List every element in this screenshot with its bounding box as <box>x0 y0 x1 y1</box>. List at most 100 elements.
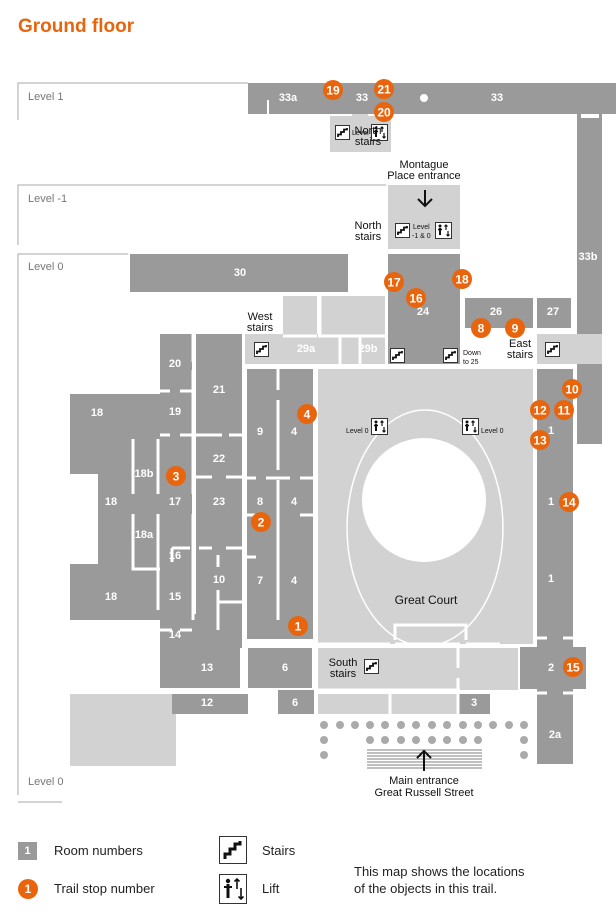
trail-stop-circle <box>530 430 550 450</box>
svg-text:Place entrance: Place entrance <box>387 170 460 182</box>
down-to-25-label: Down <box>463 350 481 357</box>
trail-stop-circle <box>505 318 525 338</box>
trail-stop-marker[interactable]: 4 <box>297 404 317 424</box>
room-number: 2 <box>548 662 554 674</box>
room-number: 4 <box>291 426 298 438</box>
legend-room-swatch: 1 <box>18 842 37 860</box>
room-number: 1 <box>548 573 554 585</box>
room-number: 13 <box>201 662 213 674</box>
trail-stop-marker[interactable]: 8 <box>471 318 491 338</box>
stairs-icon <box>363 658 380 675</box>
trail-stop-circle <box>384 272 404 292</box>
trail-stop-marker[interactable]: 14 <box>559 492 579 512</box>
trail-stop-circle <box>297 404 317 424</box>
lift-level-label: Level <box>413 224 430 231</box>
trail-stop-number: 18 <box>455 273 469 287</box>
room-number: 6 <box>292 697 298 709</box>
level-label: Level 1 <box>28 91 63 103</box>
trail-stop-marker[interactable]: 1 <box>288 616 308 636</box>
trail-stop-marker[interactable]: 17 <box>384 272 404 292</box>
room-number: 8 <box>257 496 263 508</box>
level-label: Level 0 <box>28 776 63 788</box>
room-number: 24 <box>417 306 430 318</box>
legend-stop-label: Trail stop number <box>54 881 155 896</box>
trail-stop-circle <box>166 466 186 486</box>
trail-stop-marker[interactable]: 3 <box>166 466 186 486</box>
trail-stop-number: 15 <box>566 661 580 675</box>
room-number: 7 <box>257 575 263 587</box>
room-number: 18 <box>105 496 117 508</box>
trail-stop-marker[interactable]: 12 <box>530 400 550 420</box>
trail-stop-marker[interactable]: 2 <box>251 512 271 532</box>
legend-stairs-label: Stairs <box>262 843 296 858</box>
legend-stop-swatch: 1 <box>18 879 38 899</box>
svg-text:Great Russell Street: Great Russell Street <box>374 787 473 799</box>
trail-stop-marker[interactable]: 21 <box>374 79 394 99</box>
level-0-outline <box>17 253 128 795</box>
lift-level-label: -1 & 0 <box>412 233 431 240</box>
stairs-icon <box>544 341 561 358</box>
trail-stop-number: 2 <box>258 516 265 530</box>
stairs-icon <box>219 836 247 864</box>
stairs-icon <box>389 347 406 364</box>
trail-stop-number: 11 <box>558 404 571 418</box>
room-number: 12 <box>201 697 213 709</box>
room-number: 26 <box>490 306 502 318</box>
room-number: 6 <box>282 662 288 674</box>
page-title: Ground floor <box>18 16 135 37</box>
room-number: 16 <box>169 550 181 562</box>
great-court-oval <box>346 409 504 647</box>
trail-stop-marker[interactable]: 10 <box>562 379 582 399</box>
trail-stop-marker[interactable]: 20 <box>374 102 394 122</box>
level-minus1-panel: Level -1 Level -1 & 0 <box>17 184 460 249</box>
trail-stop-number: 13 <box>533 434 547 448</box>
trail-stop-number: 14 <box>562 496 576 510</box>
room-number: 10 <box>213 574 225 586</box>
lift-level-label: Level 0 <box>346 428 369 435</box>
trail-stop-number: 19 <box>326 84 340 98</box>
trail-stop-marker[interactable]: 13 <box>530 430 550 450</box>
svg-text:Great Court: Great Court <box>395 593 458 607</box>
reading-room <box>362 438 486 562</box>
room-number: 29a <box>297 343 316 355</box>
svg-text:stairs: stairs <box>355 136 382 148</box>
portico-columns <box>320 721 528 759</box>
trail-stop-marker[interactable]: 16 <box>406 288 426 308</box>
svg-text:Main entrance: Main entrance <box>389 775 459 787</box>
stairs-icon <box>442 347 459 364</box>
svg-text:North: North <box>355 125 382 137</box>
trail-stop-circle <box>374 79 394 99</box>
room-number: 29b <box>359 343 378 355</box>
trail-stop-marker[interactable]: 19 <box>323 80 343 100</box>
room-number: 18 <box>91 407 103 419</box>
room-number: 27 <box>547 306 559 318</box>
trail-stop-marker[interactable]: 18 <box>452 269 472 289</box>
lift-icon <box>370 417 389 436</box>
svg-text:East: East <box>509 338 531 350</box>
level-label: Level 0 <box>28 261 63 273</box>
level-label: Level -1 <box>28 193 67 205</box>
stairs-icon <box>253 341 270 358</box>
room-number: 3 <box>471 697 477 709</box>
svg-text:South: South <box>329 657 358 669</box>
trail-stop-number: 21 <box>377 83 391 97</box>
stairs-icon <box>394 222 411 239</box>
trail-stop-number: 10 <box>565 383 579 397</box>
room-number: 18a <box>135 529 154 541</box>
room-number: 18 <box>105 591 117 603</box>
legend-room-label: Room numbers <box>54 843 143 858</box>
trail-stop-marker[interactable]: 9 <box>505 318 525 338</box>
svg-text:stairs: stairs <box>247 322 274 334</box>
room-number: 33 <box>491 92 503 104</box>
trail-stop-marker[interactable]: 11 <box>554 400 574 420</box>
walls <box>131 296 573 714</box>
svg-text:North: North <box>355 220 382 232</box>
arrow-down-icon <box>417 190 433 208</box>
trail-stop-marker[interactable]: 15 <box>563 657 583 677</box>
room-number: 22 <box>213 453 225 465</box>
trail-stop-circle <box>452 269 472 289</box>
down-to-25-label: to 25 <box>463 359 479 366</box>
room-number: 4 <box>291 575 298 587</box>
